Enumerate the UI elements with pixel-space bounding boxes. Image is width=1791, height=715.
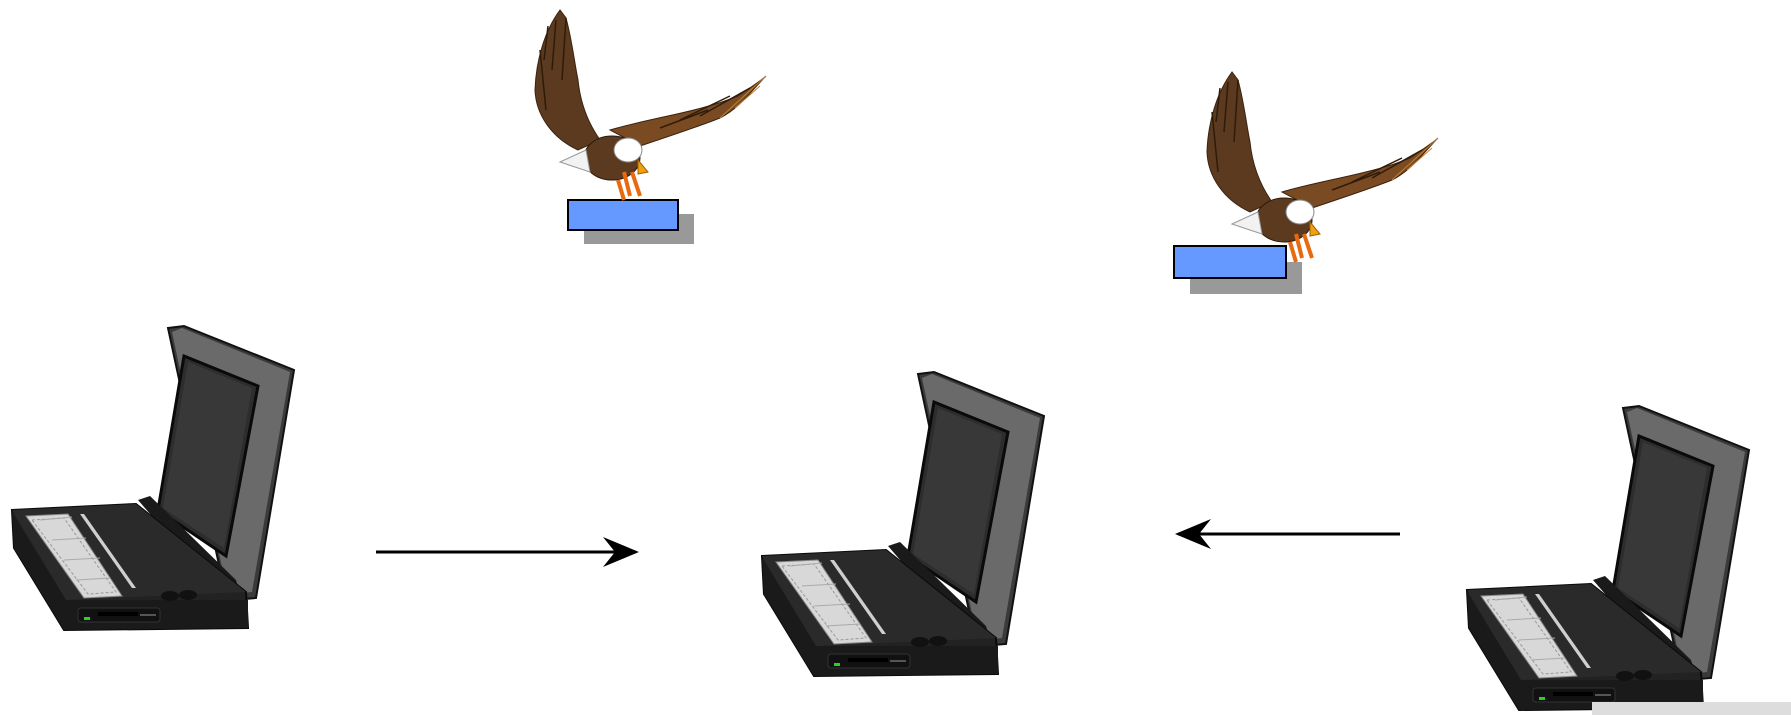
eagle-right-icon: [1205, 70, 1440, 264]
laptop-center-icon: [760, 370, 1046, 678]
edge-sliver: [1592, 702, 1791, 715]
packet-left: [567, 199, 679, 231]
eagle-left-icon: [533, 8, 768, 202]
eagle-right-group: [1173, 70, 1440, 294]
laptop-right-icon: [1465, 404, 1751, 712]
packet-right: [1173, 245, 1287, 279]
eagle-left-group: [533, 8, 768, 244]
laptop-left-icon: [10, 324, 296, 632]
